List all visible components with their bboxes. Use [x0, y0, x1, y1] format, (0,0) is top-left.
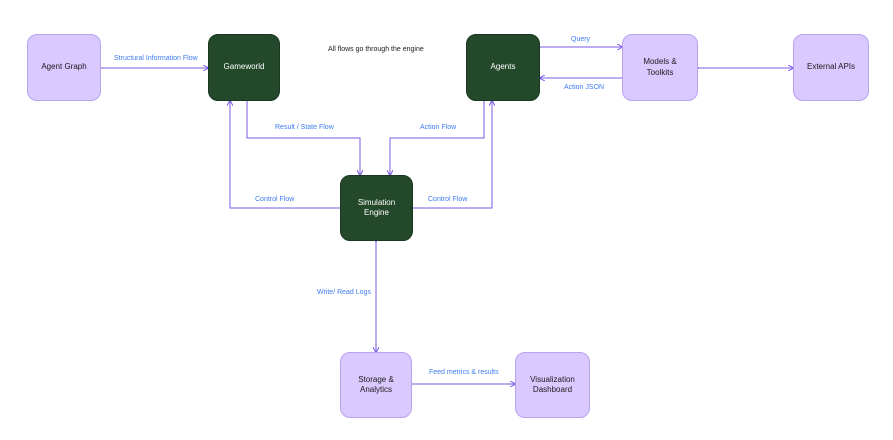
- edge-result-state: [246, 101, 360, 175]
- node-storage-analytics[interactable]: Storage & Analytics: [340, 352, 412, 418]
- node-label: External APIs: [806, 62, 856, 72]
- node-label: Models & Toolkits: [643, 57, 677, 77]
- edge-label-write-read-logs: Write/ Read Logs: [316, 289, 372, 296]
- node-gameworld[interactable]: Gameworld: [208, 34, 280, 101]
- node-agents[interactable]: Agents: [466, 34, 540, 101]
- node-label: Visualization Dashboard: [530, 374, 575, 394]
- node-agent-graph[interactable]: Agent Graph: [27, 34, 101, 101]
- node-external-apis[interactable]: External APIs: [793, 34, 869, 101]
- edge-label-control-left: Control Flow: [254, 196, 296, 203]
- edge-action-flow: [390, 101, 485, 175]
- node-label: Gameworld: [223, 62, 265, 72]
- edge-control-left: [230, 101, 340, 209]
- edge-label-query: Query: [570, 36, 592, 43]
- edge-label-action-json: Action JSON: [563, 84, 606, 91]
- edge-label-feed-metrics: Feed metrics & results: [428, 369, 500, 376]
- edge-label-action-flow: Action Flow: [419, 124, 458, 131]
- node-label: Simulation Engine: [357, 197, 396, 217]
- node-simulation-engine[interactable]: Simulation Engine: [340, 175, 413, 241]
- edge-label-control-right: Control Flow: [427, 196, 469, 203]
- node-models-toolkits[interactable]: Models & Toolkits: [622, 34, 698, 101]
- node-visualization-dashboard[interactable]: Visualization Dashboard: [515, 352, 590, 418]
- node-label: Agents: [490, 62, 516, 72]
- edge-control-right: [413, 101, 492, 209]
- edge-label-result-state: Result / State Flow: [274, 124, 335, 131]
- node-label: Agent Graph: [41, 62, 87, 72]
- engine-note: All flows go through the engine: [328, 46, 424, 53]
- edge-label-structural-info: Structural Information Flow: [113, 55, 199, 62]
- node-label: Storage & Analytics: [358, 374, 394, 394]
